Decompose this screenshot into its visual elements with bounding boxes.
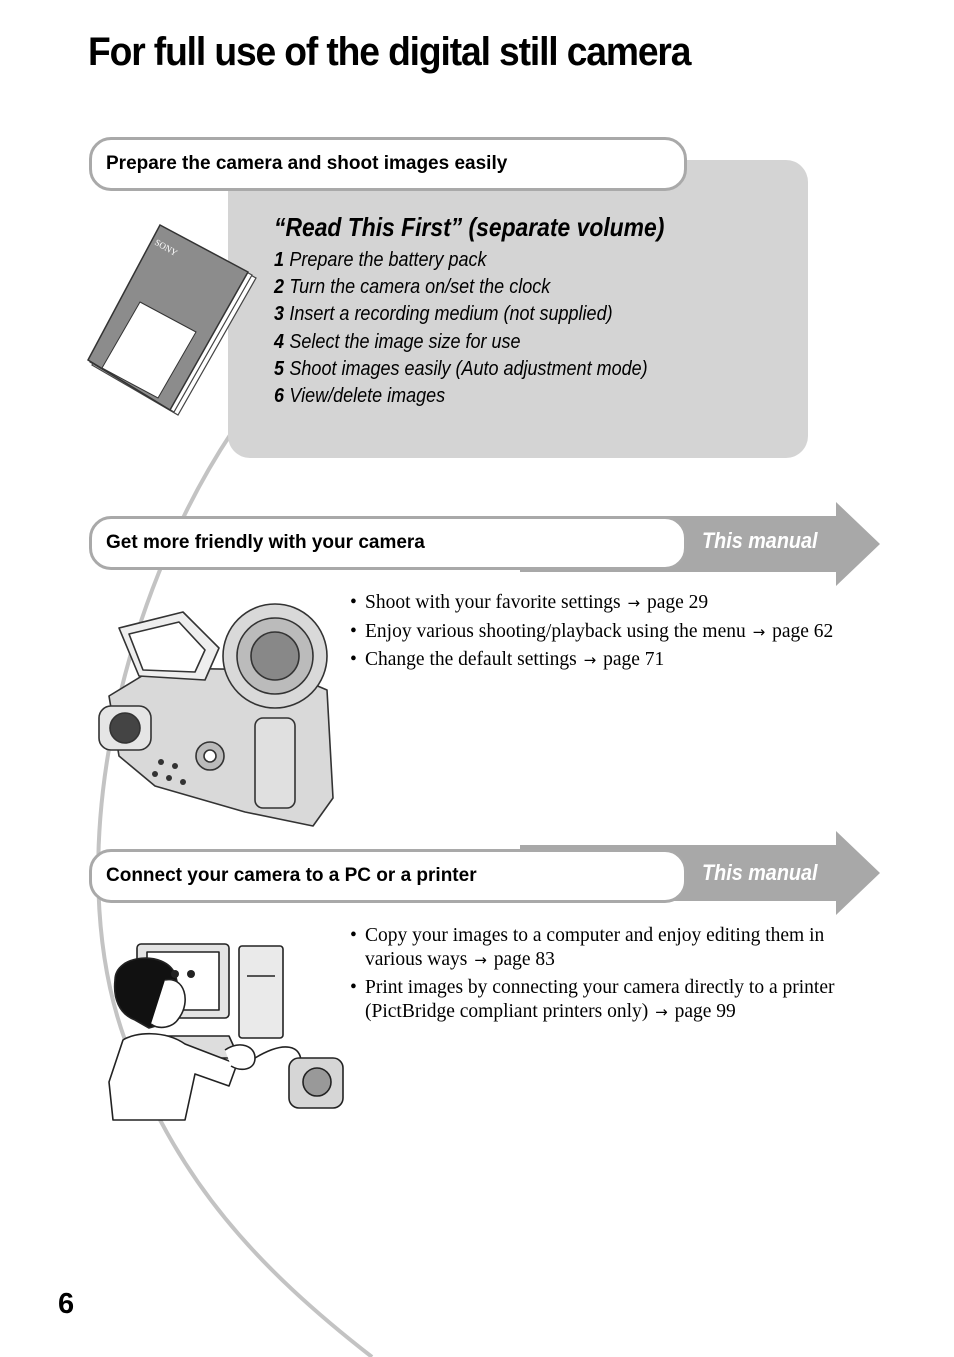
arrow-icon: → xyxy=(474,951,487,969)
this-manual-tag: This manual xyxy=(702,528,818,553)
page-title: For full use of the digital still camera xyxy=(88,30,691,74)
arrow-icon: → xyxy=(627,594,641,612)
page-ref-link[interactable]: page 99 xyxy=(674,1001,736,1022)
section-friendly-label: Get more friendly with your camera xyxy=(106,532,425,553)
pc-user-illustration xyxy=(108,943,344,1121)
page-ref-link[interactable]: page 62 xyxy=(772,620,834,642)
page-ref-link[interactable]: page 83 xyxy=(493,949,555,970)
section-connect-label: Connect your camera to a PC or a printer xyxy=(106,865,477,886)
page-ref-link[interactable]: page 29 xyxy=(646,592,709,613)
arrow-icon: → xyxy=(583,651,597,669)
page-ref-link[interactable]: page 71 xyxy=(603,649,665,670)
bullet-item: Print images by connecting your camera d… xyxy=(350,976,834,1024)
section-prepare-label: Prepare the camera and shoot images easi… xyxy=(106,153,508,174)
read-this-first-panel xyxy=(228,160,808,458)
camera-illustration xyxy=(98,603,334,827)
bullet-item: Enjoy various shooting/playback using th… xyxy=(350,620,833,644)
connect-bullets: Copy your images to a computer and enjoy… xyxy=(350,924,834,1024)
arrow-icon: → xyxy=(655,1003,668,1021)
this-manual-tag: This manual xyxy=(702,860,818,885)
friendly-bullets: Shoot with your favorite settings → page… xyxy=(350,591,833,672)
bullet-item: Change the default settings → page 71 xyxy=(350,648,833,672)
bullet-item: Copy your images to a computer and enjoy… xyxy=(350,924,834,972)
section-prepare-header: Prepare the camera and shoot images easi… xyxy=(89,137,687,191)
read-this-first-title: “Read This First” (separate volume) xyxy=(274,212,665,242)
section-connect-header: Connect your camera to a PC or a printer xyxy=(89,849,687,903)
bullet-item: Shoot with your favorite settings → page… xyxy=(350,591,833,615)
manual-booklet-icon: SONY xyxy=(87,223,257,416)
section-friendly-header: Get more friendly with your camera xyxy=(89,516,687,570)
page-number: 6 xyxy=(58,1288,75,1320)
arrow-icon: → xyxy=(752,622,766,641)
